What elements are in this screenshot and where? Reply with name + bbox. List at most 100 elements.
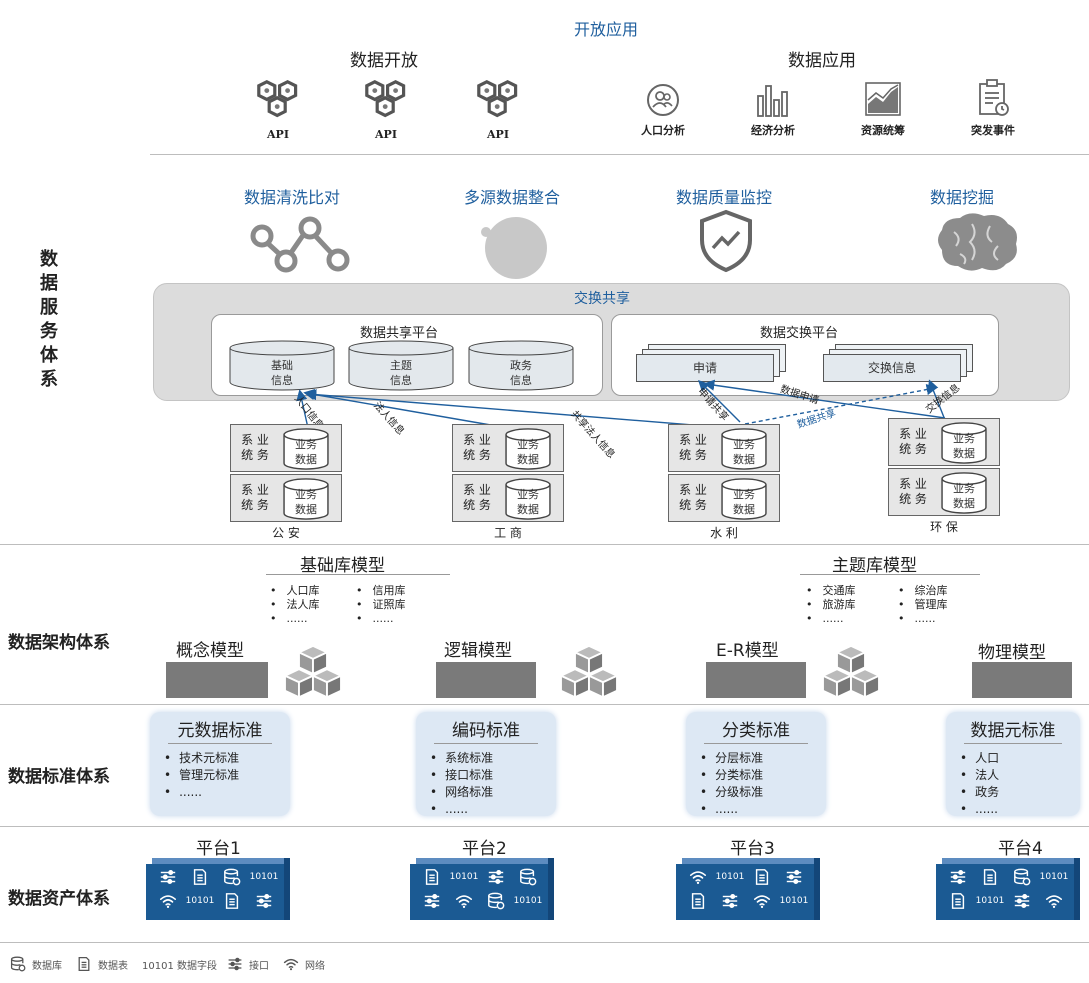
platform-4: 10101 10101 — [936, 858, 1082, 920]
dept-commerce: 系 业统 务 业务数据 系 业统 务 业务数据 工 商 — [452, 424, 564, 541]
dept-name: 水 利 — [710, 526, 738, 540]
platform-2-label: 平台2 — [462, 839, 507, 859]
capability-cleansing: 数据清洗比对 — [244, 188, 341, 207]
platform-2: 10101 10101 — [410, 858, 556, 920]
platform-3-label: 平台3 — [730, 839, 775, 859]
cubes-icon — [818, 644, 884, 700]
field-text: 10101 — [513, 896, 543, 906]
db-theme-info: 主题信息 — [347, 340, 455, 396]
base-model-list-1: •人口库 •法人库 •...... — [270, 584, 320, 625]
field-legend-label: 10101 数据字段 — [142, 960, 217, 972]
interface-icon — [785, 868, 803, 886]
field-text: 10101 — [249, 872, 279, 882]
divider-standards — [0, 826, 1089, 827]
database-cylinder-icon — [348, 340, 454, 391]
dept-name: 环 保 — [930, 520, 958, 534]
interface-icon — [159, 868, 177, 886]
model-er-label: E-R模型 — [716, 641, 779, 661]
theme-model-list-1: •交通库 •旅游库 •...... — [806, 584, 856, 625]
platform-4-label: 平台4 — [998, 839, 1043, 859]
interface-icon — [255, 892, 273, 910]
field-text: 10101 — [449, 872, 479, 882]
table-icon — [423, 868, 441, 886]
base-model-list-2: •信用库 •证照库 •...... — [356, 584, 406, 625]
field-text: 10101 — [975, 896, 1005, 906]
dept-police: 系 业统 务 业务数据 系 业统 务 业务数据 公 安 — [230, 424, 342, 541]
legend: 数据库 数据表 10101 数据字段 接口 网络 — [10, 956, 325, 972]
model-logical-label: 逻辑模型 — [444, 641, 512, 661]
theme-model-title: 主题库模型 — [832, 556, 917, 576]
database-icon — [223, 868, 241, 886]
people-icon — [647, 84, 679, 116]
field-text: 10101 — [715, 872, 745, 882]
standard-classification: 分类标准 分层标准分类标准分级标准...... — [686, 712, 826, 816]
exchange-info-card-stack: 交换信息 — [823, 344, 973, 384]
interface-icon — [1013, 892, 1031, 910]
table-icon — [981, 868, 999, 886]
area-chart-icon — [865, 82, 901, 116]
dept-name: 工 商 — [494, 526, 522, 540]
table-icon — [76, 956, 92, 972]
standards-label: 数据标准体系 — [8, 767, 110, 787]
app-item-population: 人口分析 — [628, 82, 698, 138]
api-item-2: API — [358, 78, 414, 141]
divider-assets — [0, 942, 1089, 943]
dept-water: 系 业统 务 业务数据 系 业统 务 业务数据 水 利 — [668, 424, 780, 541]
standard-coding: 编码标准 系统标准接口标准网络标准...... — [416, 712, 556, 816]
database-cylinder-icon — [468, 340, 574, 391]
database-cylinder-icon — [229, 340, 335, 391]
cubes-icon — [280, 644, 346, 700]
network-icon — [753, 892, 771, 910]
model-conceptual-label: 概念模型 — [176, 641, 244, 661]
model-er-bar — [706, 662, 806, 698]
app-item-emergency: 突发事件 — [958, 78, 1028, 138]
database-icon — [519, 868, 537, 886]
capability-mining: 数据挖掘 — [930, 188, 995, 207]
table-icon — [191, 868, 209, 886]
api-item-1: API — [250, 78, 306, 141]
dept-name: 公 安 — [272, 526, 300, 540]
standard-metadata: 元数据标准 技术元标准管理元标准...... — [150, 712, 290, 816]
data-app-title: 数据应用 — [788, 51, 856, 71]
network-icon — [283, 956, 299, 972]
data-open-title: 数据开放 — [350, 51, 418, 71]
platform-1: 10101 10101 — [146, 858, 292, 920]
interface-icon — [487, 868, 505, 886]
integration-sphere-icon — [481, 217, 547, 279]
architecture-label: 数据架构体系 — [8, 633, 110, 653]
model-physical-label: 物理模型 — [978, 643, 1046, 663]
table-icon — [753, 868, 771, 886]
interface-icon — [227, 956, 243, 972]
interface-icon — [721, 892, 739, 910]
shield-check-icon — [700, 209, 752, 273]
assets-label: 数据资产体系 — [8, 889, 110, 909]
divider-open-app — [150, 154, 1089, 155]
base-model-title: 基础库模型 — [300, 556, 385, 576]
db-gov-info: 政务信息 — [467, 340, 575, 396]
database-icon — [1013, 868, 1031, 886]
network-icon — [455, 892, 473, 910]
bar-chart-icon — [757, 85, 788, 117]
share-platform-title: 数据共享平台 — [360, 326, 439, 341]
table-icon — [949, 892, 967, 910]
cubes-icon — [556, 644, 622, 700]
interface-icon — [949, 868, 967, 886]
db-basic-info: 基础信息 — [228, 340, 336, 396]
network-icon — [689, 868, 707, 886]
interface-icon — [423, 892, 441, 910]
standard-data-element: 数据元标准 人口法人政务...... — [946, 712, 1080, 816]
model-conceptual-bar — [166, 662, 268, 698]
divider-service — [0, 544, 1089, 545]
table-icon — [689, 892, 707, 910]
model-physical-bar — [972, 662, 1072, 698]
api-item-3: API — [470, 78, 526, 141]
field-text: 10101 — [185, 896, 215, 906]
app-item-economy: 经济分析 — [738, 80, 808, 138]
network-nodes-icon — [250, 216, 350, 273]
clipboard-clock-icon — [979, 79, 1009, 116]
open-app-title: 开放应用 — [574, 20, 639, 39]
field-text: 10101 — [1039, 872, 1069, 882]
exchange-share-title: 交换共享 — [574, 291, 630, 307]
app-item-resources: 资源统筹 — [848, 80, 918, 138]
